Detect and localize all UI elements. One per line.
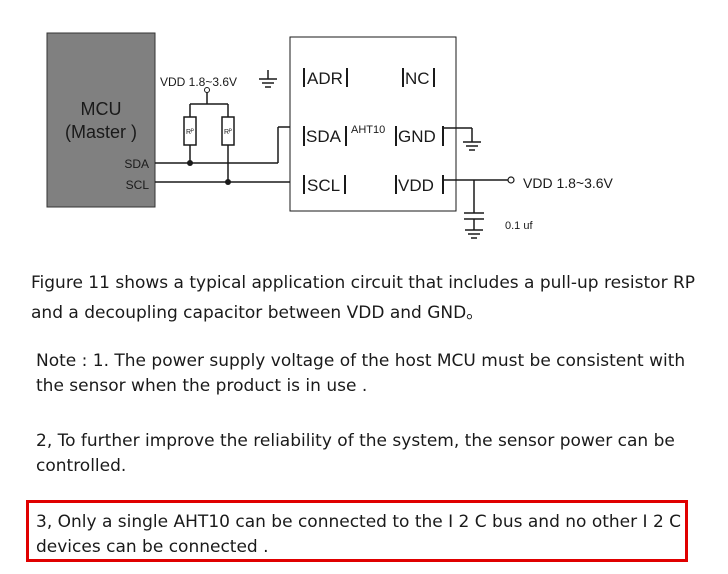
pin-scl-label: SCL [307, 176, 340, 195]
aht10-chip [289, 36, 457, 212]
vdd-right-terminal [507, 176, 515, 184]
decoupling-capacitor [443, 179, 508, 239]
sda-junction [187, 160, 193, 166]
mcu-sublabel: (Master ) [65, 122, 137, 142]
note2-line2: controlled. [36, 456, 127, 476]
pin-vdd: VDD [395, 175, 444, 195]
pin-nc: NC [402, 68, 435, 88]
resistor-label-sda: Rᴾ [186, 129, 194, 136]
note1-line2: the sensor when the product is in use . [36, 376, 368, 396]
note2-line1: 2, To further improve the reliability of… [36, 431, 675, 451]
resistor-label-scl: Rᴾ [224, 129, 232, 136]
mcu-label: MCU [81, 99, 122, 119]
mcu-scl-label: SCL [126, 178, 150, 192]
ground-symbol-right [443, 127, 481, 151]
pin-vdd-label: VDD [398, 176, 434, 195]
figure-description-line1: Figure 11 shows a typical application ci… [31, 273, 696, 293]
pin-gnd: GND [395, 126, 444, 146]
resistor-rp-sda [183, 116, 197, 146]
ground-symbol-top [259, 70, 277, 88]
resistor-rp-scl [221, 116, 235, 146]
note3-line2: devices can be connected . [36, 537, 269, 557]
pin-adr: ADR [303, 68, 348, 88]
capacitor-label: 0.1 uf [505, 220, 533, 232]
pin-nc-label: NC [405, 69, 430, 88]
mcu-block [46, 32, 156, 208]
note3-line1: 3, Only a single AHT10 can be connected … [36, 512, 682, 532]
pin-sda-label: SDA [306, 127, 342, 146]
vdd-right-label: VDD 1.8~3.6V [523, 175, 614, 191]
note1-line1: Note : 1. The power supply voltage of th… [36, 351, 686, 371]
pin-adr-label: ADR [307, 69, 343, 88]
vdd-top-label: VDD 1.8~3.6V [160, 75, 237, 89]
pin-sda: SDA [303, 126, 347, 146]
circuit-diagram: MCU (Master ) SDA SCL VDD 1.8~3.6V Rᴾ Rᴾ… [46, 32, 614, 239]
pin-gnd-label: GND [398, 127, 436, 146]
chip-name-label: AHT10 [351, 124, 385, 136]
vdd-node [204, 87, 210, 93]
highlight-box [26, 500, 688, 562]
pin-scl: SCL [303, 175, 346, 195]
scl-junction [225, 179, 231, 185]
mcu-sda-label: SDA [124, 157, 149, 171]
figure-description-line2: and a decoupling capacitor between VDD a… [31, 303, 484, 323]
